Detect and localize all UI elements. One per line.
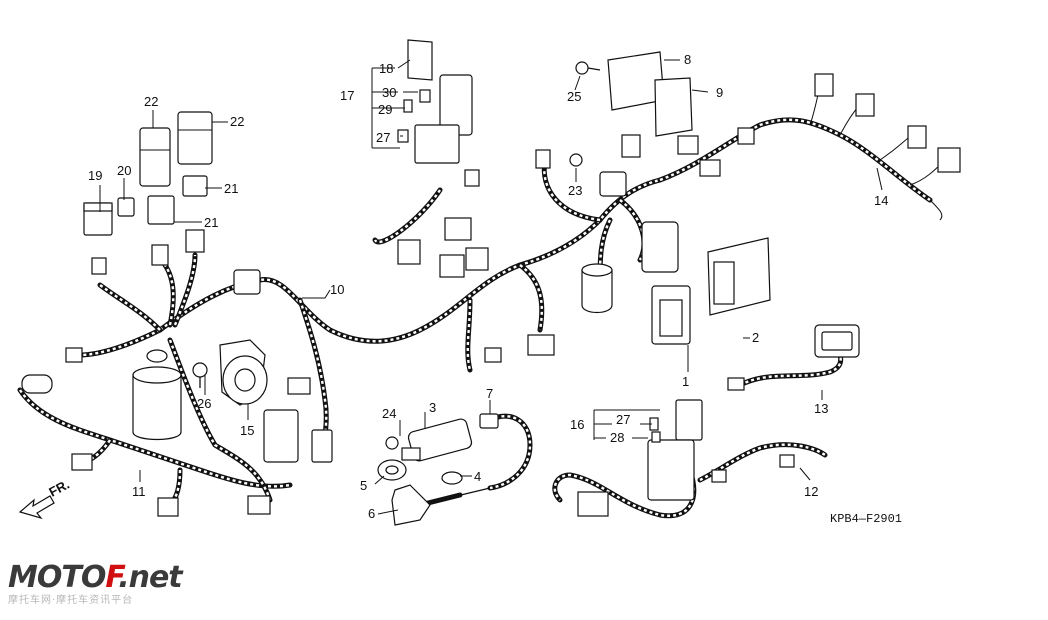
connector-c xyxy=(185,229,205,253)
callout-27a: 27 xyxy=(376,130,390,145)
callout-11: 11 xyxy=(132,484,146,499)
connector-f xyxy=(157,497,179,517)
callout-30: 30 xyxy=(382,85,396,100)
connector-k xyxy=(397,239,421,265)
callout-labels: 1 2 3 4 5 6 7 8 9 10 11 12 13 14 15 16 1… xyxy=(88,52,888,521)
callout-1: 1 xyxy=(682,374,689,389)
callout-12: 12 xyxy=(804,484,818,499)
callout-22a: 22 xyxy=(144,94,158,109)
cylinder-part xyxy=(581,263,613,314)
callout-21a: 21 xyxy=(224,181,238,196)
callout-8: 8 xyxy=(684,52,691,67)
canister xyxy=(132,349,182,441)
bolt-25 xyxy=(575,61,601,75)
connector-i xyxy=(311,429,333,463)
callout-18: 18 xyxy=(379,61,393,76)
connector-cluster xyxy=(439,217,489,278)
regulator xyxy=(641,221,679,273)
diagram-code: KPB4—F2901 xyxy=(830,512,902,526)
bolt-26 xyxy=(192,362,208,388)
connector-g xyxy=(247,495,271,515)
unit-2 xyxy=(707,237,771,316)
sensor-wire-13 xyxy=(727,324,860,391)
leader-lines xyxy=(99,59,883,515)
callout-6: 6 xyxy=(368,506,375,521)
horn-15 xyxy=(219,339,268,406)
callout-19: 19 xyxy=(88,168,102,183)
connector-14b xyxy=(855,93,875,117)
callout-5: 5 xyxy=(360,478,367,493)
connector-b xyxy=(151,244,169,266)
callout-21b: 21 xyxy=(204,215,218,230)
fuse-box-17 xyxy=(397,39,473,164)
sub-wire-harness-left xyxy=(17,252,293,508)
connector-a xyxy=(91,257,107,275)
arrow-icon xyxy=(18,495,55,520)
connector-e xyxy=(71,453,93,471)
callout-28: 28 xyxy=(610,430,624,445)
connector-14d xyxy=(937,147,961,173)
connector-j xyxy=(287,377,311,395)
front-direction-indicator: FR. xyxy=(18,477,72,520)
site-watermark: MOTOF.net 摩托车网·摩托车资讯平台 xyxy=(8,560,183,606)
connector-u xyxy=(577,491,609,517)
watermark-logo: MOTOF.net xyxy=(8,560,183,595)
callout-13: 13 xyxy=(814,401,828,416)
connector-20 xyxy=(117,197,135,217)
bolt-23 xyxy=(569,153,583,167)
callout-15: 15 xyxy=(240,423,254,438)
bracket-9 xyxy=(654,77,693,137)
relay-21-bottom xyxy=(147,195,175,225)
connector-l xyxy=(464,169,480,187)
capacitor-left xyxy=(21,374,53,394)
connector-d xyxy=(65,347,83,363)
callout-4: 4 xyxy=(474,469,481,484)
connector-14c xyxy=(907,125,927,149)
callout-2: 2 xyxy=(752,330,759,345)
connector-14a xyxy=(814,73,834,97)
callout-7: 7 xyxy=(486,386,493,401)
connector-o xyxy=(535,149,551,169)
callout-23: 23 xyxy=(568,183,582,198)
connector-m xyxy=(484,347,502,363)
cover-18 xyxy=(407,39,433,81)
callout-29: 29 xyxy=(378,102,392,117)
callout-24: 24 xyxy=(382,406,396,421)
callout-10: 10 xyxy=(330,282,344,297)
connector-v xyxy=(779,454,795,468)
callout-27b: 27 xyxy=(616,412,630,427)
connector-s xyxy=(699,159,721,177)
watermark-tagline: 摩托车网·摩托车资讯平台 xyxy=(8,595,134,606)
callout-25: 25 xyxy=(567,89,581,104)
relay-box xyxy=(263,409,299,463)
washer-4 xyxy=(441,471,463,485)
connector-h xyxy=(233,269,261,295)
callout-16: 16 xyxy=(570,417,584,432)
relay-19 xyxy=(83,202,113,236)
unit-1 xyxy=(651,285,691,345)
callout-26: 26 xyxy=(197,396,211,411)
connector-w xyxy=(711,469,727,483)
grommet-5 xyxy=(377,459,407,481)
connector-t xyxy=(737,127,755,145)
connector-r xyxy=(677,135,699,155)
connector-q xyxy=(599,171,627,197)
relay-22-right xyxy=(177,111,213,165)
connector-n xyxy=(527,334,555,356)
callout-22b: 22 xyxy=(230,114,244,129)
plug-cap-6 xyxy=(391,484,431,526)
fuse-box-16 xyxy=(647,399,703,501)
bolt-24 xyxy=(385,436,399,450)
connector-p xyxy=(621,134,641,158)
callout-9: 9 xyxy=(716,85,723,100)
relay-22-left xyxy=(139,127,171,187)
callout-3: 3 xyxy=(429,400,436,415)
relay-21-top xyxy=(182,175,208,197)
callout-17: 17 xyxy=(340,88,354,103)
ignition-coil-3 xyxy=(401,418,473,462)
callout-20: 20 xyxy=(117,163,131,178)
callout-14: 14 xyxy=(874,193,888,208)
